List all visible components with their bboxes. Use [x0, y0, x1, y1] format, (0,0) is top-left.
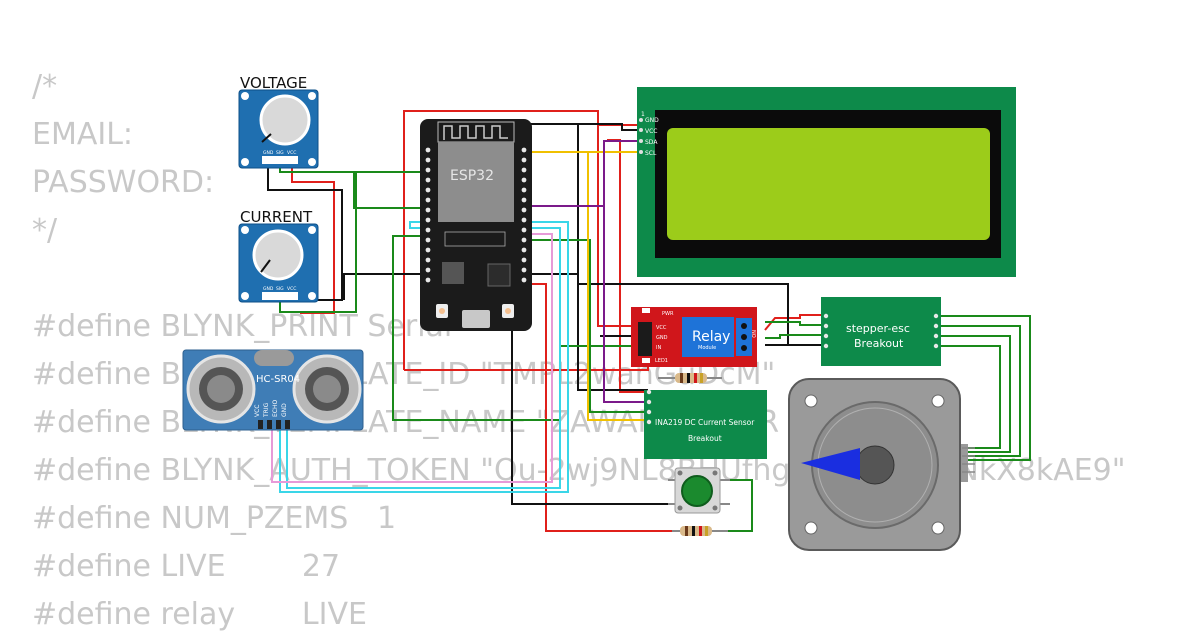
current-pin-gnd: GND [263, 286, 274, 292]
ina219-breakout[interactable]: INA219 DC Current Sensor Breakout [644, 389, 767, 459]
wire-green-btn[interactable] [720, 479, 753, 532]
wire-red-esp-left[interactable] [404, 340, 649, 371]
hc-sr04-pin-trig: TRIG [263, 402, 270, 418]
wire-green-relay-esc[interactable] [765, 321, 822, 326]
stepper-shaft [855, 445, 895, 485]
wire-green-pot-curr[interactable] [279, 171, 424, 313]
wire-purple-ina[interactable] [603, 206, 648, 403]
wire-green-esc4[interactable] [938, 345, 1001, 449]
lcd-screen [667, 128, 990, 240]
wire-black-esp-top[interactable] [528, 123, 648, 391]
code-line: /* [32, 69, 58, 104]
hc-sr04-label: HC-SR04 [256, 374, 300, 385]
wire-green-esc1[interactable] [938, 315, 1031, 461]
lcd-display[interactable]: 1 GND VCC SDA SCL [637, 87, 1016, 277]
relay-led-1: LED1 [655, 358, 668, 364]
relay-sublabel: Module [698, 345, 716, 351]
current-knob[interactable] [252, 229, 304, 281]
push-button-cap[interactable] [681, 475, 713, 507]
wire-green-esc3[interactable] [938, 335, 1011, 453]
code-line: #define relay LIVE [32, 597, 367, 632]
esp32-label: ESP32 [450, 168, 494, 184]
relay-module[interactable]: PWR LED1 VCC GND IN Relay Module NO [631, 307, 757, 367]
resistor-2[interactable] [672, 526, 728, 536]
wire-pink[interactable] [271, 233, 553, 483]
stepper-esc-title: stepper-esc [846, 322, 910, 335]
lcd-pin-gnd: GND [645, 117, 659, 124]
wire-purple-scl[interactable] [528, 140, 640, 207]
code-line: EMAIL: [32, 117, 134, 152]
wire-green-esp-left[interactable] [392, 235, 640, 421]
push-button[interactable] [668, 467, 730, 514]
lcd-pin-vcc: VCC [645, 128, 657, 135]
lcd-pin-1: 1 [641, 111, 645, 118]
stepper-direction-arrow [801, 448, 860, 480]
wire-black-btn[interactable] [511, 320, 675, 505]
stepper-motor[interactable] [788, 378, 975, 551]
stepper-esc-breakout[interactable]: stepper-esc Breakout [821, 297, 941, 366]
relay-pin-vcc: VCC [656, 325, 667, 331]
wire-red-btn[interactable] [528, 283, 675, 532]
ina219-title: INA219 DC Current Sensor [655, 418, 755, 427]
wire-black-lcd-gnd[interactable] [578, 123, 640, 131]
current-label: CURRENT [240, 208, 313, 226]
hc-sr04-sensor[interactable]: HC-SR04 VCC TRIG ECHO GND [182, 349, 364, 431]
wire-black-right[interactable] [528, 273, 822, 346]
hc-sr04-pin-vcc: VCC [254, 405, 261, 417]
wire-cyan-trig[interactable] [279, 221, 569, 493]
esp32-module [438, 142, 514, 222]
resistor-1[interactable] [658, 373, 722, 383]
lcd-pin-scl: SCL [645, 150, 657, 157]
wire-cyan-echo[interactable] [286, 221, 561, 489]
code-line: #define NUM_PZEMS 1 [32, 501, 397, 536]
wire-green-esc2[interactable] [938, 325, 1021, 457]
hc-sr04-pin-gnd: GND [281, 403, 288, 417]
voltage-pin-gnd: GND [263, 150, 274, 156]
wire-yellow-ina[interactable] [528, 151, 648, 421]
code-line: #define LIVE 27 [32, 549, 341, 584]
wire-black-esp-gnd[interactable] [343, 273, 424, 300]
current-potentiometer[interactable]: CURRENT GND SIG VCC [238, 208, 319, 303]
voltage-knob[interactable] [259, 94, 311, 146]
current-pin-vcc: VCC [287, 286, 296, 292]
wires [267, 110, 1031, 532]
voltage-pin-vcc: VCC [287, 150, 296, 156]
voltage-potentiometer[interactable]: VOLTAGE GND SIG VCC [238, 74, 319, 169]
lcd-pin-sda: SDA [645, 139, 658, 146]
stepper-esc-subtitle: Breakout [854, 337, 904, 350]
hc-sr04-pin-echo: ECHO [272, 400, 279, 417]
relay-out-no: NO [750, 330, 756, 338]
relay-coil [682, 317, 734, 357]
code-line: PASSWORD: [32, 165, 215, 200]
wire-green-relay-esc2[interactable] [765, 334, 822, 339]
wire-green-pot-volt[interactable] [279, 162, 424, 209]
ina219-subtitle: Breakout [688, 434, 722, 443]
voltage-pin-sig: SIG [276, 150, 284, 156]
relay-led-pwr: PWR [662, 311, 674, 317]
wire-red-relay-vcc[interactable] [597, 125, 640, 327]
current-pin-sig: SIG [276, 286, 284, 292]
voltage-label: VOLTAGE [240, 74, 307, 92]
relay-label: Relay [692, 329, 730, 345]
esp32-board[interactable]: ESP32 [420, 119, 532, 331]
relay-pin-in: IN [656, 345, 661, 351]
relay-pin-gnd: GND [656, 335, 668, 341]
esp32-usb-port [462, 310, 490, 328]
code-line: */ [32, 213, 58, 248]
